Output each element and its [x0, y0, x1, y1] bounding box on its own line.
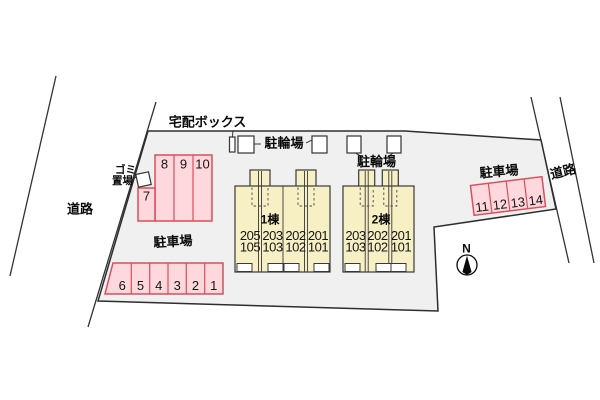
entrance-porch [390, 263, 407, 272]
stall-number: 11 [475, 198, 490, 215]
stall-number: 5 [137, 278, 144, 293]
room-number: 101 [308, 240, 328, 255]
garbage-label-line2: 置場 [112, 174, 133, 187]
room-number: 203 [345, 228, 365, 243]
stairwell-tab [381, 169, 399, 188]
room-number: 201 [391, 228, 411, 243]
parking-label-left: 駐車場 [153, 233, 193, 250]
room-number: 102 [285, 240, 305, 255]
stall-number: 8 [161, 157, 168, 172]
building-1: 1棟 205 203 202 201 105 103 102 101 [234, 169, 331, 273]
garbage-label-line1: ゴミ [115, 163, 136, 176]
stall-number: 6 [119, 278, 126, 293]
entrance-porch [313, 263, 330, 272]
stall-number: 2 [192, 278, 199, 293]
bicycle-label-1: 駐輪場 [264, 136, 303, 151]
bicycle-rack-box [386, 135, 402, 154]
parking-stall-7 [137, 187, 156, 222]
room-number: 105 [240, 240, 260, 255]
entrance-porch [375, 263, 392, 272]
parking-block-11-14: 11 12 13 14 [469, 175, 547, 217]
bicycle-rack-box [346, 135, 362, 154]
parking-divider [505, 181, 511, 211]
north-compass: N [456, 242, 478, 276]
parking-divider [523, 178, 529, 209]
road-edge-right-outer [559, 96, 595, 264]
stair-dashed-outline [359, 187, 374, 207]
building-name: 1棟 [261, 212, 281, 227]
stair-dashed-outline [383, 187, 398, 207]
bicycle-rack-box [237, 135, 255, 154]
stairwell-tab [249, 169, 271, 188]
delivery-box-label: 宅配ボックス [169, 115, 247, 130]
room-number: 202 [285, 228, 305, 243]
room-number: 101 [391, 240, 411, 255]
stall-number: 10 [195, 157, 209, 172]
garbage-box [135, 171, 152, 188]
room-number: 102 [367, 240, 387, 255]
stall-number: 13 [510, 194, 526, 211]
delivery-box-callout [232, 130, 234, 138]
parking-block-8-10 [154, 154, 213, 222]
road-label-left: 道路 [67, 202, 94, 217]
north-label: N [462, 242, 471, 256]
stall-number: 3 [174, 278, 181, 293]
road-edge-left-outer [9, 75, 57, 277]
room-number: 202 [367, 228, 387, 243]
stall-number: 14 [528, 192, 544, 209]
entrance-porch [283, 263, 300, 272]
room-number: 205 [240, 228, 260, 243]
entrance-porch [344, 263, 361, 272]
building-2-outline [342, 185, 415, 273]
room-number: 203 [262, 228, 282, 243]
stair-dashed-outline [251, 187, 269, 207]
bicycle-callout [387, 153, 393, 158]
stall-number: 9 [180, 157, 187, 172]
entrance-porch [267, 263, 284, 272]
delivery-box [228, 136, 236, 153]
entrance-porch [236, 263, 253, 272]
road-edge-left-inner [87, 101, 157, 328]
room-number: 103 [345, 240, 365, 255]
bicycle-callout [305, 139, 313, 144]
stairwell-tab [295, 169, 317, 188]
parking-divider [487, 183, 493, 214]
building-2: 2棟 203 202 201 103 102 101 [342, 169, 415, 273]
building-name: 2棟 [372, 212, 392, 227]
parking-label-right: 駐車場 [479, 162, 519, 180]
stair-dashed-outline [297, 187, 315, 207]
stall-number: 12 [492, 196, 508, 213]
stall-number: 4 [155, 278, 162, 293]
stall-number: 1 [210, 278, 217, 293]
compass-needle-icon [462, 255, 472, 275]
bicycle-rack-box [311, 135, 328, 154]
room-number: 103 [262, 240, 282, 255]
stall-number: 7 [143, 189, 150, 204]
bicycle-label-2: 駐輪場 [357, 154, 396, 169]
road-label-right: 道路 [549, 161, 579, 182]
stairwell-tab [358, 169, 376, 188]
bicycle-callout [355, 153, 364, 158]
room-number: 201 [308, 228, 328, 243]
